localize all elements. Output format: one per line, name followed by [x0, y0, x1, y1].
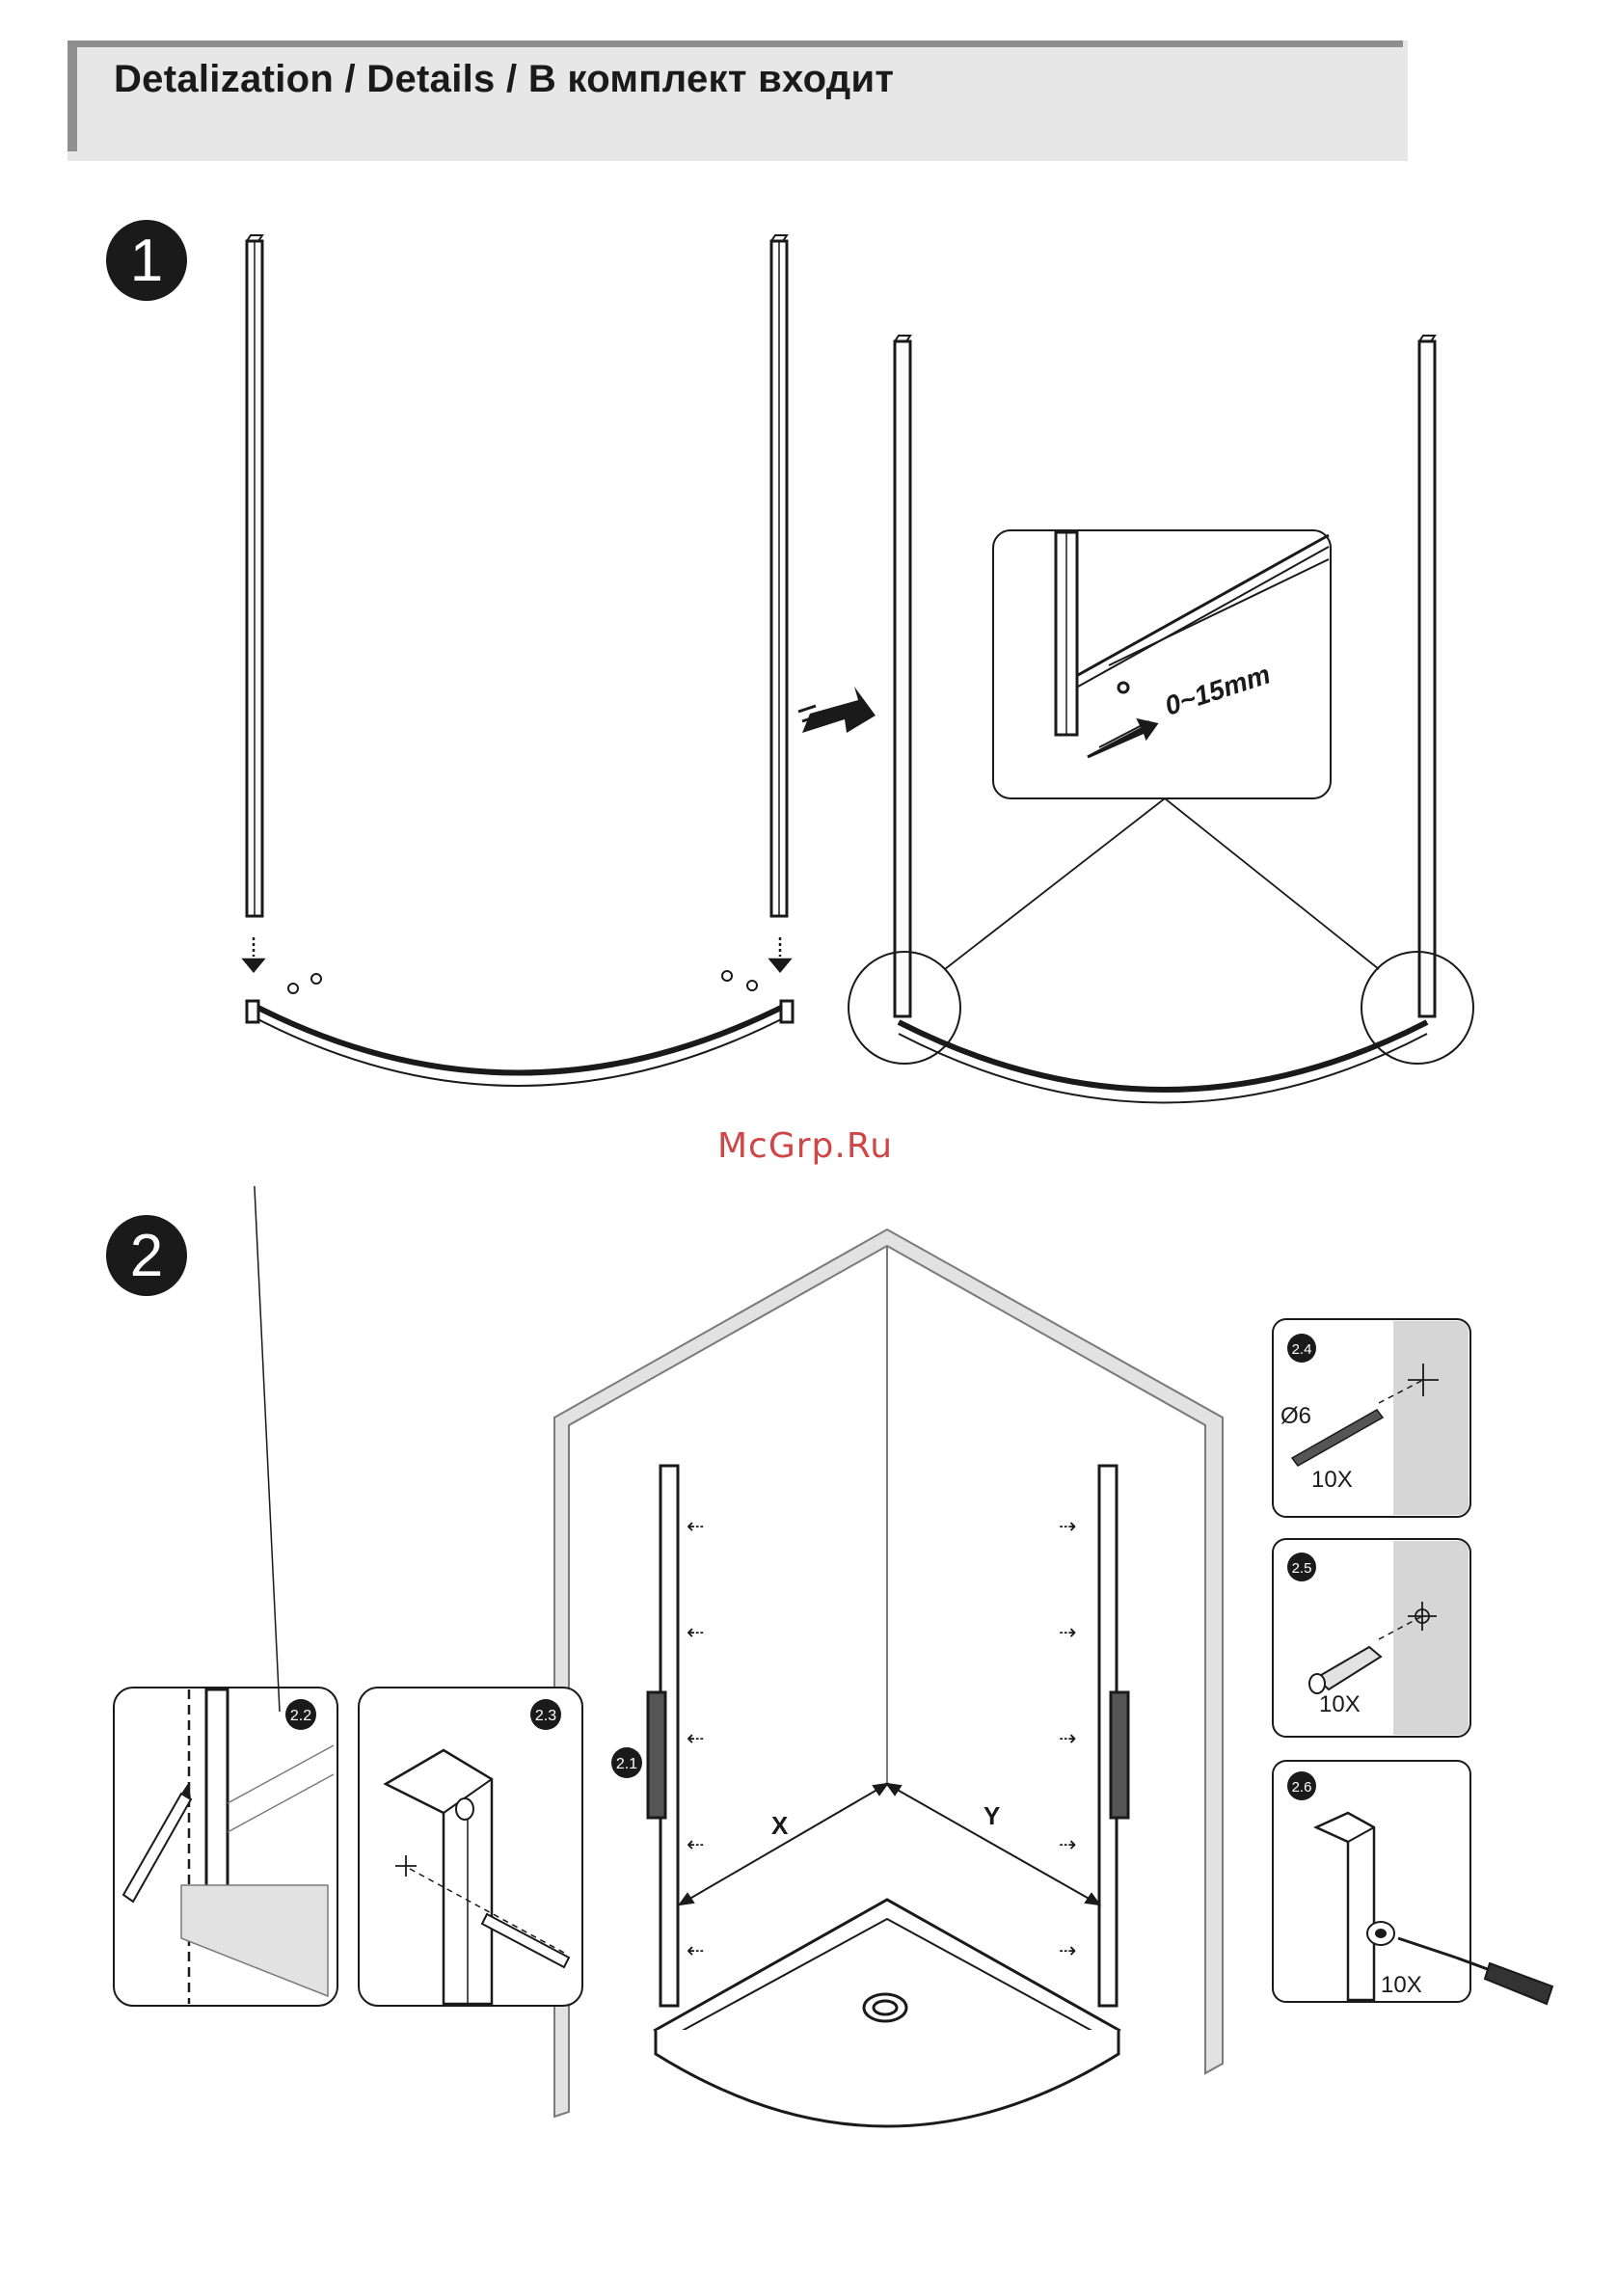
detail-panel-2-4: 2.4 Ø6 10X [1273, 1319, 1470, 1517]
step-2-6-label: 2.6 [1292, 1779, 1312, 1796]
detail-panel-2-5: 2.5 10X [1273, 1539, 1470, 1737]
step-1-diagram: 0~15mm [0, 0, 1617, 1186]
push-arrow-icon [798, 687, 876, 733]
step-2-3-label: 2.3 [535, 1708, 556, 1724]
curved-bottom-rail [247, 1001, 793, 1086]
step-2-5-label: 2.5 [1292, 1560, 1312, 1577]
svg-text:⇠: ⇠ [687, 1620, 704, 1644]
gap-detail-box [993, 530, 1331, 798]
arrow-down-icon [244, 937, 263, 971]
left-wall-profile [247, 235, 262, 916]
svg-text:⇢: ⇢ [1059, 1938, 1076, 1962]
arrow-down-icon [770, 937, 790, 971]
detail-panel-2-3: 2.3 [359, 1688, 582, 2006]
svg-text:⇠: ⇠ [687, 1514, 704, 1538]
detail-panel-2-6: 2.6 10X [1273, 1761, 1552, 2004]
drill-qty-label: 10X [1311, 1467, 1353, 1493]
step-2-diagram: ⇠ ⇠ ⇠ ⇠ ⇠ ⇢ ⇢ ⇢ ⇢ ⇢ X Y 2.1 [0, 1186, 1617, 2296]
svg-text:⇠: ⇠ [687, 1726, 704, 1750]
right-wall-profile [771, 235, 787, 916]
screw-icon [288, 971, 757, 993]
shower-tray [656, 1900, 1118, 2126]
svg-text:⇢: ⇢ [1059, 1726, 1076, 1750]
dimension-lines [680, 1784, 1099, 1904]
step-2-2-label: 2.2 [290, 1708, 311, 1724]
dimension-x-label: X [771, 1811, 789, 1840]
plug-qty-label: 10X [1319, 1691, 1361, 1717]
detail-panel-2-2: 2.2 [114, 1186, 337, 2006]
step-2-1-label: 2.1 [616, 1756, 637, 1772]
svg-text:⇢: ⇢ [1059, 1514, 1076, 1538]
svg-text:⇠: ⇠ [687, 1832, 704, 1856]
step-2-4-label: 2.4 [1292, 1341, 1312, 1358]
svg-text:⇠: ⇠ [687, 1938, 704, 1962]
push-arrow-icon: ⇠ ⇠ ⇠ ⇠ ⇠ ⇢ ⇢ ⇢ ⇢ ⇢ [687, 1514, 1076, 1962]
svg-text:⇢: ⇢ [1059, 1620, 1076, 1644]
drill-size-label: Ø6 [1280, 1403, 1311, 1429]
svg-text:⇢: ⇢ [1059, 1832, 1076, 1856]
dimension-y-label: Y [984, 1801, 1000, 1830]
screw-qty-label: 10X [1381, 1972, 1422, 1998]
